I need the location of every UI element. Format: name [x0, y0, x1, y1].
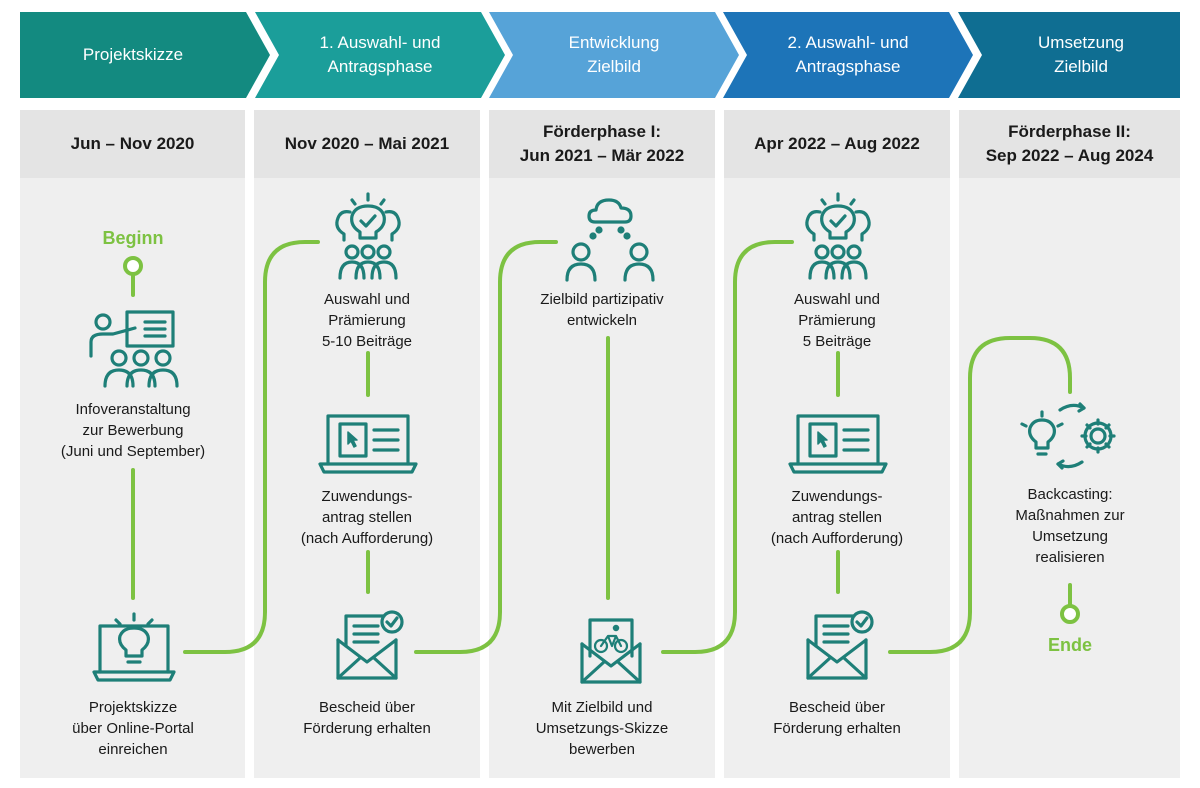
- chevron-shape: [958, 12, 1180, 98]
- column-background: [959, 110, 1180, 778]
- date-line: Apr 2022 – Aug 2022: [754, 134, 920, 153]
- phase-title-line: Umsetzung: [1038, 33, 1124, 52]
- step-antrag1-label: Zuwendungs-antrag stellen(nach Aufforder…: [300, 488, 434, 547]
- phase-chevron: Projektskizze: [20, 12, 270, 98]
- step-antrag2-label: Zuwendungs-antrag stellen(nach Aufforder…: [770, 488, 904, 547]
- date-lines: Jun – Nov 2020: [71, 132, 195, 156]
- date-label: Nov 2020 – Mai 2021: [254, 110, 480, 178]
- date-line: Förderphase II:: [1008, 122, 1131, 141]
- chevron-shape: [723, 12, 973, 98]
- date-line: Förderphase I:: [542, 122, 662, 141]
- date-lines: Förderphase I: Jun 2021 – Mär 2022: [520, 120, 684, 168]
- phase-title-line: Zielbild: [1054, 57, 1108, 76]
- date-lines: Apr 2022 – Aug 2022: [754, 132, 920, 156]
- date-label: Apr 2022 – Aug 2022: [724, 110, 950, 178]
- chevron-fill: [20, 12, 270, 98]
- chevron-shape: [489, 12, 739, 98]
- phase-title-line: Projektskizze: [82, 45, 184, 64]
- phase-title-line: Zielbild: [587, 57, 641, 76]
- start-label: Beginn: [102, 228, 164, 248]
- date-label: Förderphase I: Jun 2021 – Mär 2022: [489, 110, 715, 178]
- date-line: Jun 2021 – Mär 2022: [519, 146, 685, 165]
- presentation-icon: [89, 310, 179, 388]
- chevron-shape: [255, 12, 505, 98]
- phase-title-line: 2. Auswahl- und: [787, 33, 909, 52]
- chevron-fill: [255, 12, 505, 98]
- date-line: Sep 2022 – Aug 2024: [985, 146, 1154, 165]
- laptop-document-icon: [788, 414, 888, 474]
- lightbulb-gear-icon: [1020, 402, 1116, 470]
- laptop-document-icon: [318, 414, 418, 474]
- column-background: [20, 110, 245, 778]
- date-label: Förderphase II: Sep 2022 – Aug 2024: [959, 110, 1180, 178]
- chevron-fill: [489, 12, 739, 98]
- phase-title: Projektskizze: [33, 43, 233, 67]
- envelope-check-icon: [806, 610, 874, 680]
- chevron-fill: [958, 12, 1180, 98]
- lightbulb-people-icon: [805, 192, 871, 280]
- chevron-shape: [20, 12, 270, 98]
- phase-title-line: Antragsphase: [795, 57, 901, 76]
- phase-title-line: Entwicklung: [568, 33, 660, 52]
- date-lines: Förderphase II: Sep 2022 – Aug 2024: [986, 120, 1154, 168]
- lightbulb-people-icon: [335, 192, 401, 280]
- date-line: Jun – Nov 2020: [70, 134, 195, 153]
- date-label: Jun – Nov 2020: [20, 110, 245, 178]
- phase-title-line: Antragsphase: [327, 57, 433, 76]
- date-line: Nov 2020 – Mai 2021: [284, 134, 450, 153]
- cloud-people-icon: [565, 198, 655, 282]
- envelope-bicycle-icon: [580, 618, 642, 684]
- envelope-check-icon: [336, 610, 404, 680]
- chevron-fill: [723, 12, 973, 98]
- end-label: Ende: [1047, 635, 1092, 655]
- laptop-lightbulb-icon: [92, 612, 176, 682]
- date-lines: Nov 2020 – Mai 2021: [285, 132, 449, 156]
- phase-title-line: 1. Auswahl- und: [319, 33, 441, 52]
